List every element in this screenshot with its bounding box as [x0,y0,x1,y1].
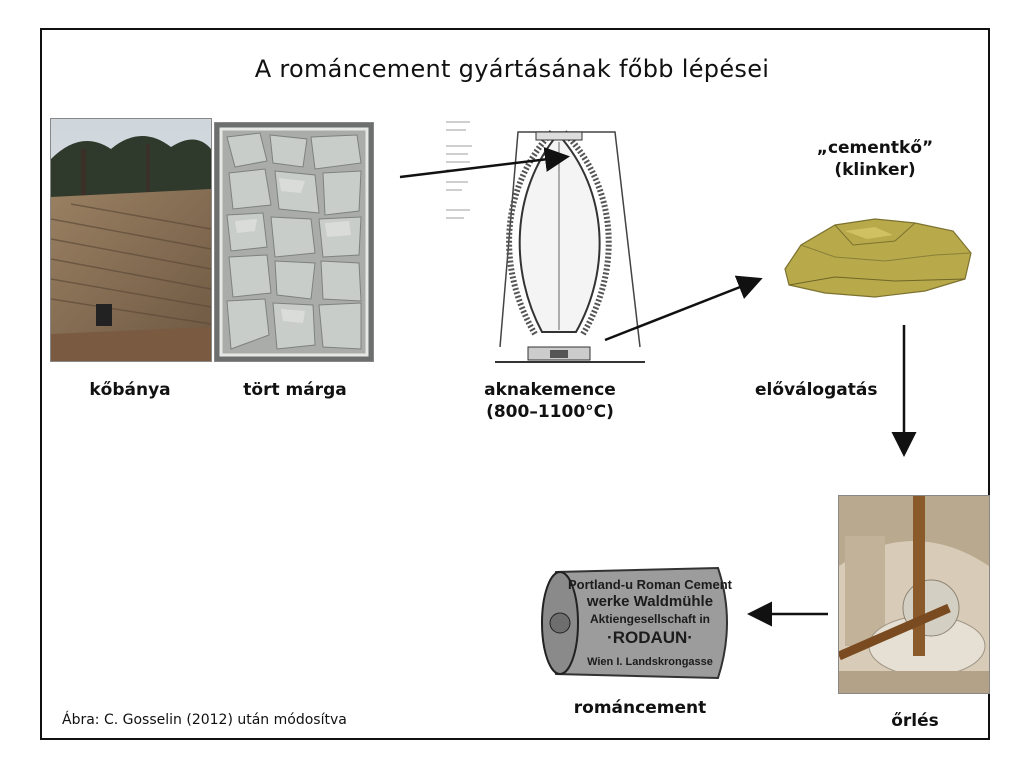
label-quarry: kőbánya [89,380,171,400]
barrel-text-line1: Portland-u Roman Cement [568,577,733,592]
label-grinding: őrlés [891,711,939,731]
clinker-photo [775,205,975,305]
crushed-marl-photo [214,122,374,362]
slide-title: A románcement gyártásának főbb lépései [254,55,770,83]
label-preselection: előválogatás [755,380,878,400]
label-clinker: „cementkő” [816,138,934,158]
label-clinker-sub: (klinker) [834,160,916,180]
barrel-text-line2: werke Waldmühle [586,593,713,610]
figure-credit: Ábra: C. Gosselin (2012) után módosítva [62,712,347,728]
barrel-text-line3: Aktiengesellschaft in [590,612,710,626]
label-shaft-kiln: aknakemence [484,380,616,400]
label-crushed-marl: tört márga [243,380,347,400]
quarry-photo [50,118,212,362]
arrow-kiln-to-clinker [604,275,763,342]
grinding-mill-photo [838,495,990,694]
shaft-kiln-drawing [440,112,660,374]
arrow-marl-to-kiln [399,146,570,179]
label-romancement: románcement [573,698,707,718]
barrel-text-line5: Wien I. Landskrongasse [587,656,713,668]
barrel-text-line4: ·RODAUN· [607,628,693,647]
label-kiln-temperature: (800–1100°C) [486,402,614,422]
romancement-barrel: Portland-u Roman Cement werke Waldmühle … [538,562,738,684]
